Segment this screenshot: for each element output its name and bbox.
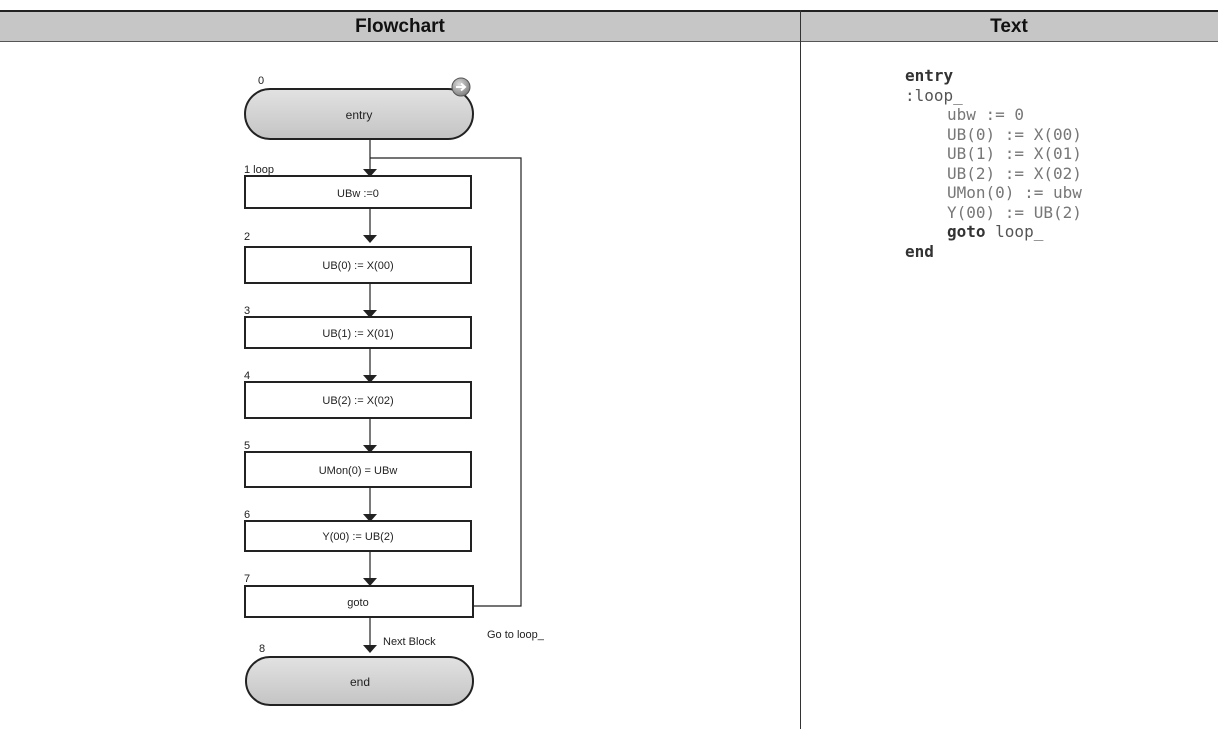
arrow-circle-icon[interactable] [451, 77, 471, 97]
flow-arrowheads [363, 169, 377, 653]
code-line: goto loop_ [905, 222, 1082, 242]
code-line: :loop_ [905, 85, 963, 105]
goto-loop-label: Go to loop_ [487, 629, 545, 641]
step-box[interactable] [244, 381, 472, 419]
step-label: UB(2) := X(02) [322, 395, 393, 407]
step-box[interactable] [244, 451, 472, 488]
entry-label: entry [346, 108, 373, 122]
step-box[interactable] [244, 316, 472, 349]
code-line: UB(2) := X(02) [947, 163, 1082, 183]
step-box[interactable] [244, 520, 472, 552]
step-number: 5 [244, 440, 250, 452]
text-column-header: Text [800, 10, 1218, 42]
end-label: end [350, 675, 370, 689]
code-line: Y(00) := UB(2) [947, 202, 1082, 222]
step-number: 7 [244, 573, 250, 585]
code-listing: entry :loop_ ubw := 0 UB(0) := X(00) UB(… [905, 66, 1082, 261]
step-label: UMon(0) = UBw [319, 465, 398, 477]
flowchart-diagram: 0 entry 1 loop UBw :=0 2 UB(0) := X(00) … [244, 75, 545, 706]
end-number: 8 [259, 643, 265, 655]
entry-terminator[interactable] [244, 88, 474, 140]
end-terminator[interactable] [245, 656, 474, 706]
step-label: UBw :=0 [337, 188, 379, 200]
code-line: ubw := 0 [947, 105, 1025, 124]
step-box[interactable] [244, 246, 472, 284]
step-box[interactable] [244, 175, 472, 209]
flowchart-header-label: Flowchart [355, 15, 445, 37]
step-number: 6 [244, 509, 250, 521]
code-line: end [905, 241, 934, 261]
text-header-label: Text [990, 15, 1028, 37]
entry-number: 0 [258, 75, 264, 87]
next-block-label: Next Block [383, 636, 436, 648]
step-label: Y(00) := UB(2) [322, 531, 393, 543]
step-number: 1 loop [244, 164, 274, 176]
step-number: 4 [244, 370, 250, 382]
code-line: UB(0) := X(00) [947, 124, 1082, 144]
step-label: goto [347, 597, 368, 609]
flowchart-column-header: Flowchart [0, 10, 800, 42]
code-line: entry [905, 66, 954, 85]
step-number: 2 [244, 231, 250, 243]
code-line: UB(1) := X(01) [947, 144, 1082, 163]
code-text: loop_ [985, 222, 1044, 241]
step-box[interactable] [244, 585, 474, 618]
step-number: 3 [244, 305, 250, 317]
flow-connectors [369, 139, 522, 647]
code-line: UMon(0) := ubw [947, 183, 1082, 202]
step-label: UB(0) := X(00) [322, 260, 393, 272]
column-divider [800, 10, 801, 729]
step-label: UB(1) := X(01) [322, 328, 393, 340]
code-keyword: goto [947, 222, 986, 241]
